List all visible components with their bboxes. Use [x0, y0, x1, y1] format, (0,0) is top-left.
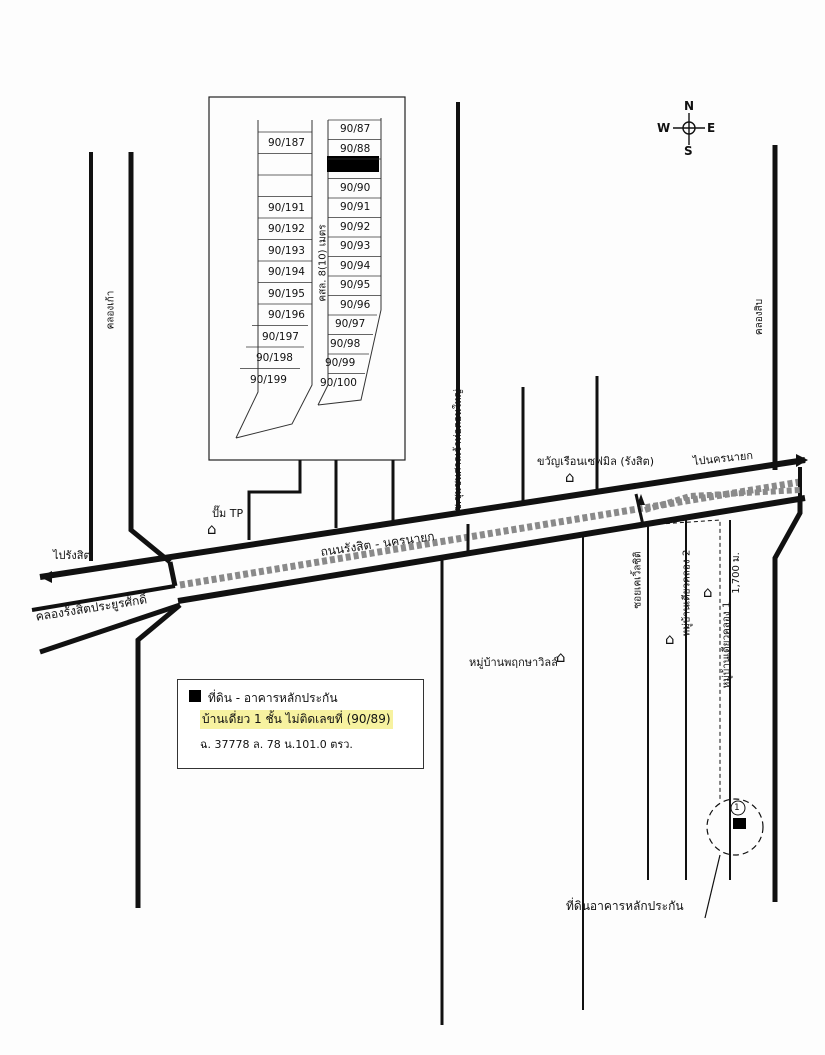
canal-junction — [167, 561, 178, 587]
inset-left-lot-edge — [235, 120, 259, 439]
plot-right-12: 90/99 — [325, 357, 356, 369]
distance-label: 1,700 ม. — [730, 552, 742, 594]
inset-connector-3 — [247, 460, 302, 540]
legend-swatch — [189, 690, 201, 702]
plot-left-10: 90/198 — [256, 352, 293, 364]
plot-left-3: 90/191 — [268, 201, 305, 214]
compass-n: N — [684, 99, 695, 113]
khwan-ruen-house-icon: ⌂ — [565, 468, 575, 486]
plot-left-4: 90/192 — [268, 223, 305, 235]
collateral-callout-label: ที่ดินอาคารหลักประกัน — [566, 899, 684, 913]
legend-line2: ฉ. 37778 ล. 78 น.101.0 ตรว. — [200, 738, 353, 751]
marker-number: 1 — [734, 803, 740, 813]
highway-south-edge — [177, 495, 806, 604]
plot-right-9: 90/96 — [340, 298, 371, 311]
plot-right-11: 90/98 — [330, 337, 361, 350]
village-pruksa-house-icon: ⌂ — [556, 648, 566, 666]
plot-right-7: 90/94 — [340, 259, 371, 272]
soi-ket-label: ซอยเคเวิ้ลซิติ — [632, 551, 644, 609]
plot-right-8: 90/95 — [340, 279, 371, 291]
canal-west-north — [31, 584, 176, 612]
collateral-lot-marker — [733, 818, 746, 829]
collateral-lot-block — [327, 156, 379, 172]
highway-north-edge — [39, 457, 806, 580]
to-rangsit-label: ไปรังสิต — [53, 549, 91, 562]
plot-left-7: 90/195 — [268, 287, 305, 300]
legend-line1: บ้านเดี่ยว 1 ชั้น ไม่ติดเลขที่ (90/89) — [200, 710, 393, 729]
village-pruksa-label: หมู่บ้านพฤกษาวิลล์ — [469, 656, 558, 669]
plot-right-1: 90/88 — [340, 142, 371, 155]
south-west-road — [135, 603, 182, 908]
plot-right-5: 90/92 — [340, 220, 371, 233]
village-khlong2-house-icon: ⌂ — [665, 630, 675, 648]
inset-frame — [208, 96, 406, 461]
inset-lane-label: คสล. 8(10) เมตร — [317, 224, 329, 302]
callout-leader — [704, 854, 721, 919]
route-to-collateral — [644, 519, 721, 800]
khlong-sip-road-south — [772, 498, 803, 902]
village-khlong1-label: หมู่บ้านเดียวคลอง 1 — [721, 601, 733, 689]
khlong-kao-label: คลองเก้า — [105, 290, 117, 330]
arrow-to-nakhon-nayok — [796, 454, 808, 467]
compass-e: E — [707, 121, 716, 135]
legend-box: ที่ดิน - อาคารหลักประกัน บ้านเดี่ยว 1 ชั… — [177, 679, 424, 769]
plot-right-13: 90/100 — [320, 376, 357, 389]
plot-left-5: 90/193 — [268, 244, 305, 257]
plot-left-9: 90/197 — [262, 330, 299, 343]
marker-number-circle — [730, 800, 746, 816]
plot-right-4: 90/91 — [340, 201, 371, 213]
khlong-kao-road-right — [128, 152, 172, 564]
plot-left-11: 90/199 — [250, 373, 287, 386]
plot-right-0: 90/87 — [340, 123, 371, 135]
inset-right-lot-edge — [317, 118, 382, 406]
soi-side-label: ซ.ชุมชนศาลเจ้าท่อตอนใหญ่ — [452, 389, 464, 511]
village-khlong2-label: หมู่บ้านเดียวคลอง 2 — [681, 549, 693, 637]
arrow-north — [637, 494, 645, 505]
plot-right-10: 90/97 — [335, 318, 366, 330]
compass-w: W — [657, 121, 671, 135]
east-canal — [644, 487, 801, 513]
arrow-to-rangsit — [40, 571, 52, 583]
inset-right-lane-edge — [317, 120, 329, 406]
plot-left-8: 90/196 — [268, 309, 305, 321]
compass-s: S — [684, 144, 693, 158]
plot-left-6: 90/194 — [268, 266, 305, 278]
plot-left-0: 90/187 — [268, 137, 305, 149]
khwan-ruen-label: ขวัญเรือนเซฟมิล (รังสิต) — [537, 455, 655, 468]
compass-ring — [682, 121, 696, 135]
highway-median-canal — [179, 478, 801, 589]
inset-left-lane-edge — [235, 120, 313, 439]
pump-label: ปั๊ม TP — [212, 507, 244, 520]
highway-divider-2 — [634, 493, 645, 526]
legend-title: ที่ดิน - อาคารหลักประกัน — [208, 691, 338, 705]
village-khlong1-house-icon: ⌂ — [703, 583, 713, 601]
pump-house-icon: ⌂ — [207, 520, 217, 538]
plot-right-6: 90/93 — [340, 240, 371, 252]
plot-right-3: 90/90 — [340, 181, 371, 194]
canal-west-south — [39, 602, 181, 655]
collateral-circle — [706, 798, 764, 856]
khlong-sip-label: คลองสิบ — [754, 298, 766, 336]
